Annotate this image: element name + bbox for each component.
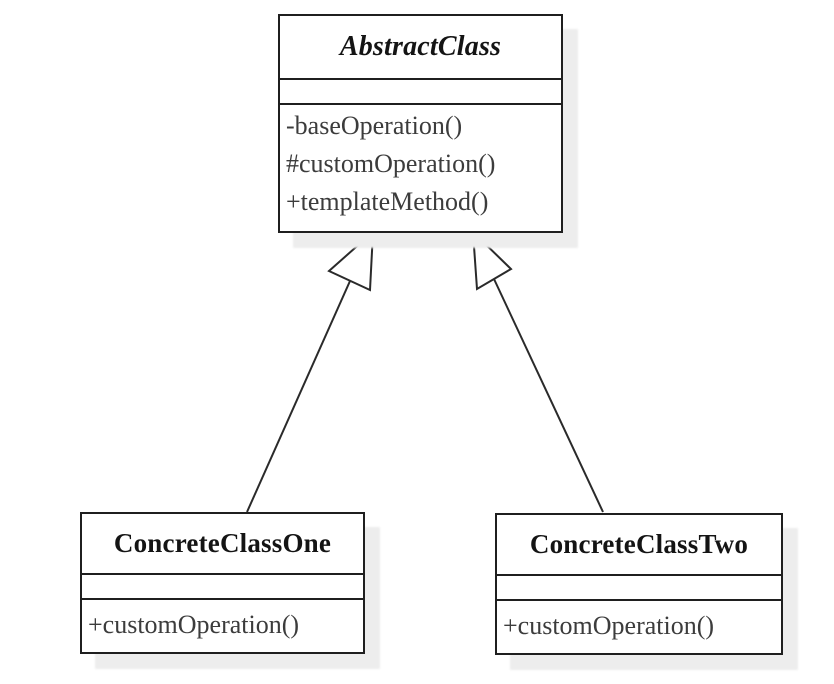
generalization-edge-two xyxy=(471,229,604,513)
class-title: ConcreteClassTwo xyxy=(497,515,781,576)
inheritance-triangle-icon xyxy=(327,229,375,292)
attributes-compartment xyxy=(497,576,781,601)
edge-line-two xyxy=(493,278,604,513)
class-box-concreteclassone: ConcreteClassOne +customOperation() xyxy=(80,512,365,654)
method-item: #customOperation() xyxy=(286,149,496,178)
attributes-compartment xyxy=(280,80,561,105)
methods-compartment: +customOperation() xyxy=(82,600,363,652)
class-box-abstractclass: AbstractClass -baseOperation() #customOp… xyxy=(278,14,563,233)
methods-compartment: +customOperation() xyxy=(497,601,781,653)
inheritance-triangle-icon xyxy=(471,229,513,291)
method-item: +customOperation() xyxy=(503,611,715,640)
methods-compartment: -baseOperation() #customOperation() +tem… xyxy=(280,105,561,231)
method-item: +templateMethod() xyxy=(286,187,489,216)
method-item: +customOperation() xyxy=(88,610,300,639)
edge-line-one xyxy=(246,280,351,513)
method-item: -baseOperation() xyxy=(286,111,463,140)
generalization-edge-one xyxy=(246,229,375,513)
class-title: AbstractClass xyxy=(280,16,561,80)
class-title: ConcreteClassOne xyxy=(82,514,363,575)
attributes-compartment xyxy=(82,575,363,600)
class-box-concreteclasstwo: ConcreteClassTwo +customOperation() xyxy=(495,513,783,655)
